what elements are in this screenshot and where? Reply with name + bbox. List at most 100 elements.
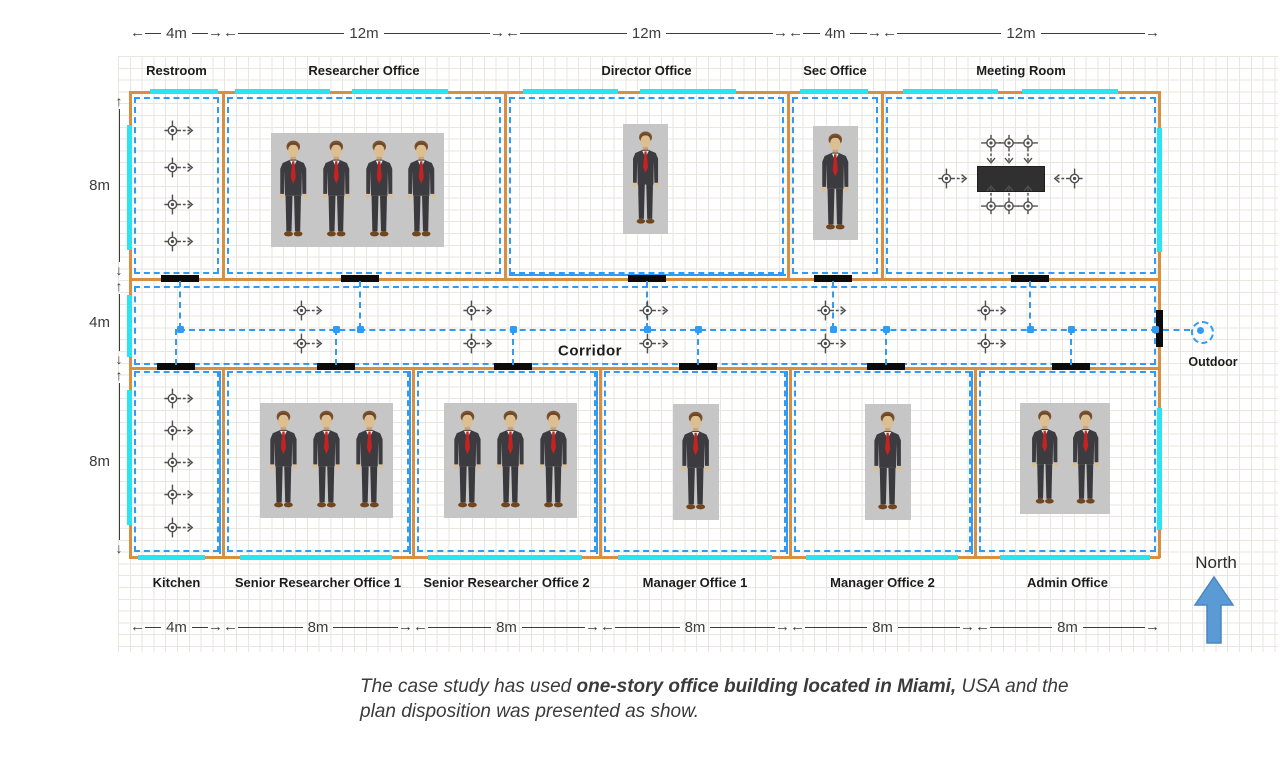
- arrow-left-icon: ←: [223, 24, 238, 41]
- room-label: Kitchen: [152, 575, 201, 590]
- arrow-left-icon: ←: [788, 24, 803, 41]
- window-segment: [640, 89, 736, 94]
- dimension-horizontal: ←4m→: [788, 24, 882, 42]
- corridor-node: [357, 326, 364, 333]
- dimension-label: 12m: [1006, 24, 1036, 42]
- wall: [787, 93, 790, 278]
- corridor-link: [832, 281, 834, 329]
- dimension-vertical: ↑↓: [112, 93, 126, 278]
- arrow-left-icon: ←: [975, 618, 990, 635]
- sensor-icon: [163, 450, 197, 475]
- wall: [222, 93, 225, 278]
- dimension-label: 8m: [872, 618, 893, 636]
- dimension-label: 8m: [1057, 618, 1078, 636]
- corridor-link: [1029, 281, 1031, 329]
- zone-outline: [886, 97, 1156, 274]
- caption: The case study has used one-story office…: [360, 674, 1069, 724]
- dimension-horizontal: ←4m→: [130, 24, 223, 42]
- arrow-down-icon: ↓: [115, 540, 123, 556]
- corridor-link: [1163, 329, 1190, 331]
- room-label: Sec Office: [803, 63, 867, 78]
- exit-door: [1156, 310, 1163, 347]
- arrow-left-icon: ←: [790, 618, 805, 635]
- zone-edge-solid: [409, 371, 411, 554]
- dimension-label: 4m: [824, 24, 846, 42]
- window-segment: [352, 89, 448, 94]
- zone-outline: [134, 371, 219, 552]
- arrow-up-icon: ↑: [115, 93, 123, 109]
- dimension-horizontal: ← 12m →: [882, 24, 1160, 42]
- sensor-icon: [462, 331, 496, 356]
- window-segment: [1157, 128, 1162, 252]
- window-segment: [800, 89, 868, 94]
- person-icon: [681, 411, 711, 510]
- person-icon: [355, 410, 384, 508]
- door: [494, 363, 532, 370]
- corridor-node: [1027, 326, 1034, 333]
- arrow-left-icon: ←: [600, 618, 615, 635]
- caption-line-2: plan disposition was presented as show.: [360, 701, 700, 722]
- person-icon: [453, 410, 482, 508]
- zone-outline: [792, 97, 878, 274]
- window-segment: [523, 89, 618, 94]
- dimension-label: 4m: [89, 313, 110, 331]
- person-icon: [632, 131, 659, 224]
- arrow-right-icon: →: [773, 24, 788, 41]
- dimension-label: 8m: [307, 618, 329, 636]
- sensor-icon: [163, 482, 197, 507]
- window-segment: [903, 89, 998, 94]
- zone-edge-solid: [971, 371, 973, 554]
- arrow-up-icon: ↑: [115, 278, 123, 294]
- sensor-icon: [163, 229, 197, 254]
- occupant-panel: [444, 403, 577, 518]
- arrow-left-icon: ←: [130, 618, 145, 635]
- dimension-vertical: ↑↓: [112, 367, 126, 556]
- corridor-node: [830, 326, 837, 333]
- door: [814, 275, 852, 282]
- corridor-node: [695, 326, 702, 333]
- arrow-right-icon: →: [490, 24, 505, 41]
- zone-outline: [227, 371, 409, 552]
- sensor-icon: [638, 298, 672, 323]
- room-label: Meeting Room: [976, 63, 1066, 78]
- north-arrow-icon: [1192, 575, 1236, 650]
- sensor-icon: [163, 192, 197, 217]
- corridor-label: Corridor: [558, 342, 622, 360]
- window-segment: [127, 390, 132, 525]
- person-icon: [1072, 410, 1100, 504]
- dimension-vertical: ↑↓: [112, 278, 126, 367]
- room-label: Manager Office 2: [830, 575, 935, 590]
- arrow-left-icon: ←: [223, 618, 238, 635]
- arrow-right-icon: →: [398, 618, 413, 635]
- corridor-link: [512, 329, 514, 365]
- arrow-right-icon: →: [208, 24, 223, 41]
- arrow-left-icon: ←: [413, 618, 428, 635]
- person-icon: [322, 140, 351, 237]
- occupant-panel: [271, 133, 444, 247]
- door: [867, 363, 905, 370]
- sensor-icon: [638, 331, 672, 356]
- corridor-node: [883, 326, 890, 333]
- sensor-icon: [1050, 166, 1084, 191]
- arrow-right-icon: →: [1145, 24, 1160, 41]
- occupant-panel: [673, 404, 719, 520]
- dimension-horizontal: ←4m→: [130, 618, 223, 636]
- occupant-panel: [623, 124, 668, 234]
- room-label: Senior Researcher Office 1: [234, 575, 402, 590]
- room-label: Restroom: [146, 63, 207, 78]
- window-segment: [1000, 555, 1150, 560]
- room-label: Admin Office: [1027, 575, 1108, 590]
- sensor-icon: [292, 331, 326, 356]
- arrow-left-icon: ←: [882, 24, 897, 41]
- arrow-right-icon: →: [585, 618, 600, 635]
- sensor-icon: [1011, 184, 1045, 214]
- sensor-icon: [816, 331, 850, 356]
- sensor-icon: [937, 166, 971, 191]
- dimension-horizontal: ← 8m →: [223, 618, 413, 636]
- corridor-node: [333, 326, 340, 333]
- outdoor-label: Outdoor: [1188, 355, 1238, 369]
- corridor-link: [359, 281, 361, 329]
- zone-outline: [509, 97, 784, 274]
- sensor-icon: [974, 184, 1008, 214]
- window-segment: [240, 555, 392, 560]
